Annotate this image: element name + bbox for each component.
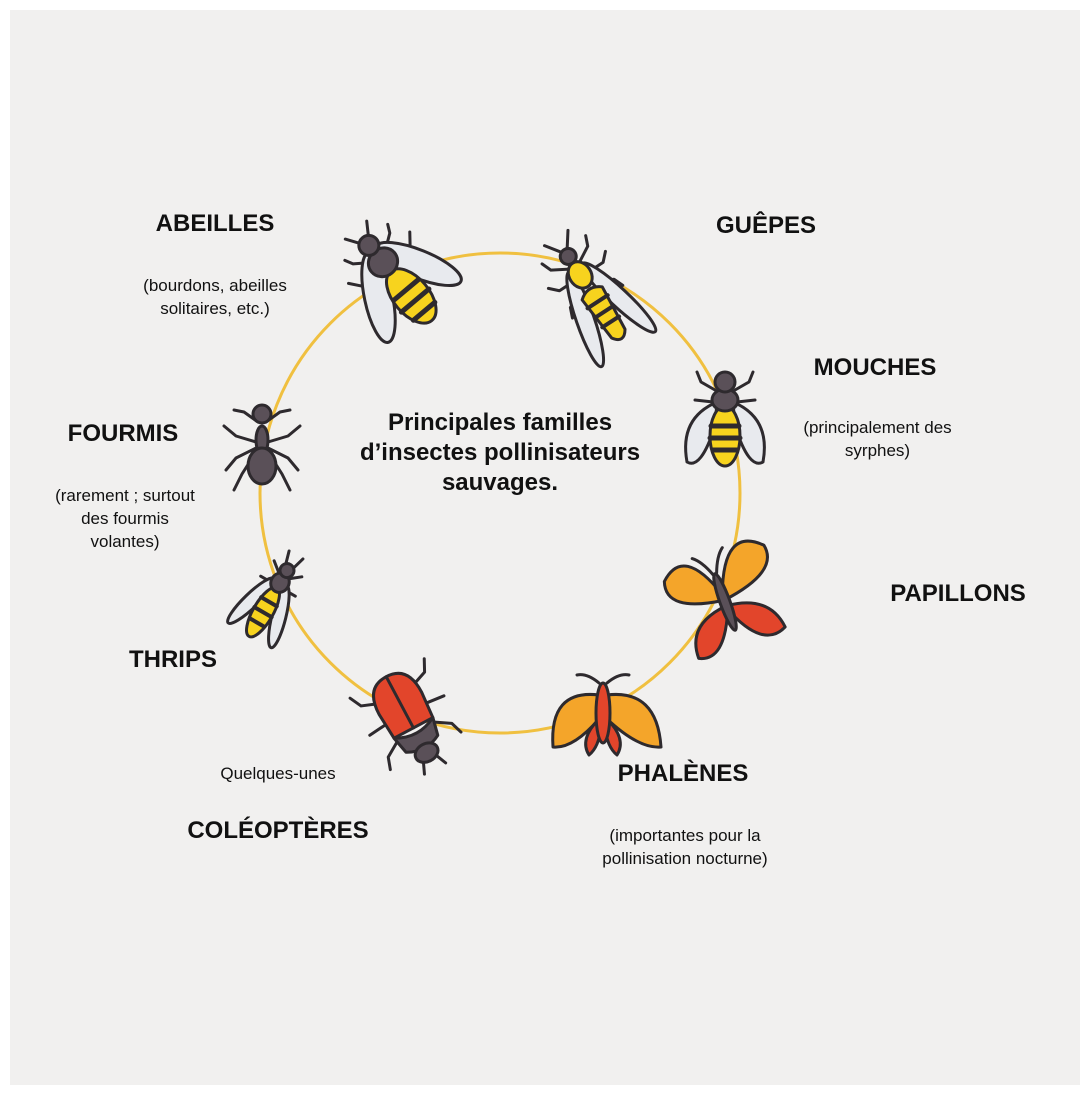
note-fourmis-line2: des fourmis xyxy=(25,507,225,530)
note-mouches: (principalement des syrphes) xyxy=(770,416,985,462)
note-fourmis-line3: volantes) xyxy=(25,530,225,553)
label-phalenes: PHALÈNES xyxy=(603,760,763,788)
center-title-line1: Principales familles xyxy=(320,408,680,438)
ant-icon xyxy=(224,405,300,490)
bee-icon xyxy=(310,192,478,359)
center-title-line2: d’insectes pollinisateurs xyxy=(320,438,680,468)
center-title: Principales familles d’insectes pollinis… xyxy=(320,408,680,498)
butterfly-icon xyxy=(659,534,794,664)
label-coleopteres: COLÉOPTÈRES xyxy=(170,817,386,845)
center-title-line3: sauvages. xyxy=(320,468,680,498)
label-abeilles: ABEILLES xyxy=(135,210,295,238)
note-phalenes-line2: pollinisation nocturne) xyxy=(570,847,800,870)
note-mouches-line1: (principalement des xyxy=(770,416,985,439)
note-abeilles: (bourdons, abeilles solitaires, etc.) xyxy=(110,274,320,320)
label-fourmis: FOURMIS xyxy=(48,420,198,448)
note-abeilles-line2: solitaires, etc.) xyxy=(110,297,320,320)
note-fourmis-line1: (rarement ; surtout xyxy=(25,484,225,507)
wasp-icon xyxy=(522,216,664,373)
note-mouches-line2: syrphes) xyxy=(770,439,985,462)
fly-icon xyxy=(686,372,765,466)
label-papillons: PAPILLONS xyxy=(890,580,1026,608)
moth-icon xyxy=(553,675,661,755)
note-abeilles-line1: (bourdons, abeilles xyxy=(110,274,320,297)
note-phalenes-line1: (importantes pour la xyxy=(570,824,800,847)
note-fourmis: (rarement ; surtout des fourmis volantes… xyxy=(25,484,225,553)
note-coleopteres: Quelques-unes xyxy=(193,762,363,785)
note-phalenes: (importantes pour la pollinisation noctu… xyxy=(570,824,800,870)
label-guepes: GUÊPES xyxy=(686,212,846,240)
label-thrips: THRIPS xyxy=(103,646,243,674)
label-mouches: MOUCHES xyxy=(795,354,955,382)
beetle-icon xyxy=(349,657,472,788)
